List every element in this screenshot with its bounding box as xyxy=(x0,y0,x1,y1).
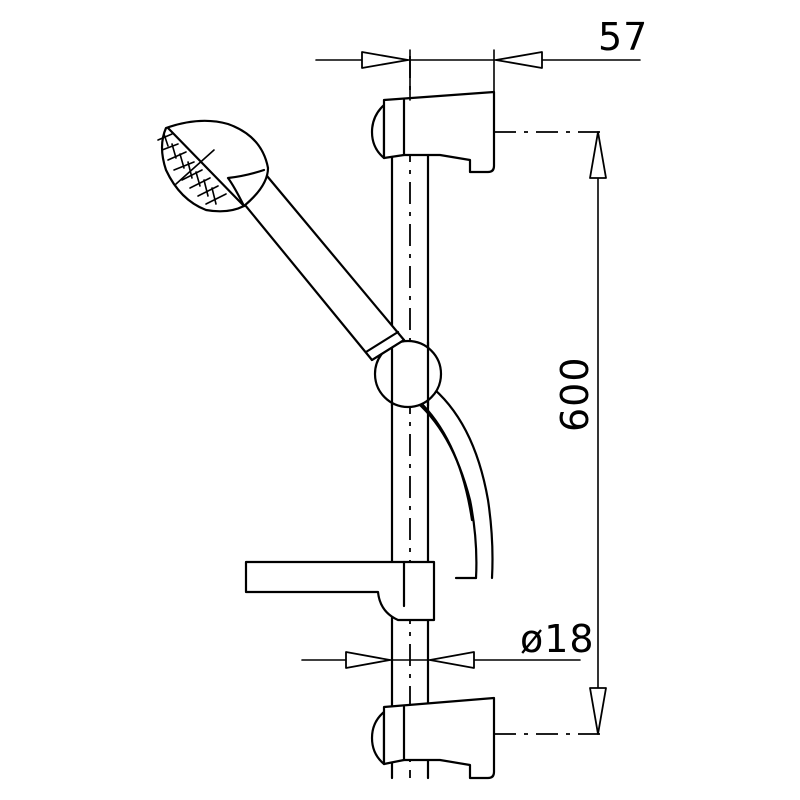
arrow-left xyxy=(495,51,543,69)
hand-shower xyxy=(157,119,406,362)
dimension-height: 600 xyxy=(494,131,607,735)
arrow-right xyxy=(345,651,391,669)
soap-dish xyxy=(244,560,436,622)
diameter-dimension-label: ø18 xyxy=(520,617,595,661)
slide-rail xyxy=(390,56,430,780)
slider-holder xyxy=(373,339,443,409)
arrow-left xyxy=(429,651,475,669)
height-dimension-label: 600 xyxy=(553,356,597,432)
arrow-up xyxy=(589,131,607,179)
arrow-right xyxy=(361,51,409,69)
dimension-diameter: ø18 xyxy=(301,617,595,669)
dimension-width: 57 xyxy=(315,15,648,101)
width-dimension-label: 57 xyxy=(598,15,648,59)
top-wall-bracket xyxy=(370,90,496,174)
bottom-wall-bracket xyxy=(370,696,496,780)
shower-hose xyxy=(410,382,494,580)
arrow-down xyxy=(589,687,607,735)
nozzle-marks xyxy=(157,133,227,205)
